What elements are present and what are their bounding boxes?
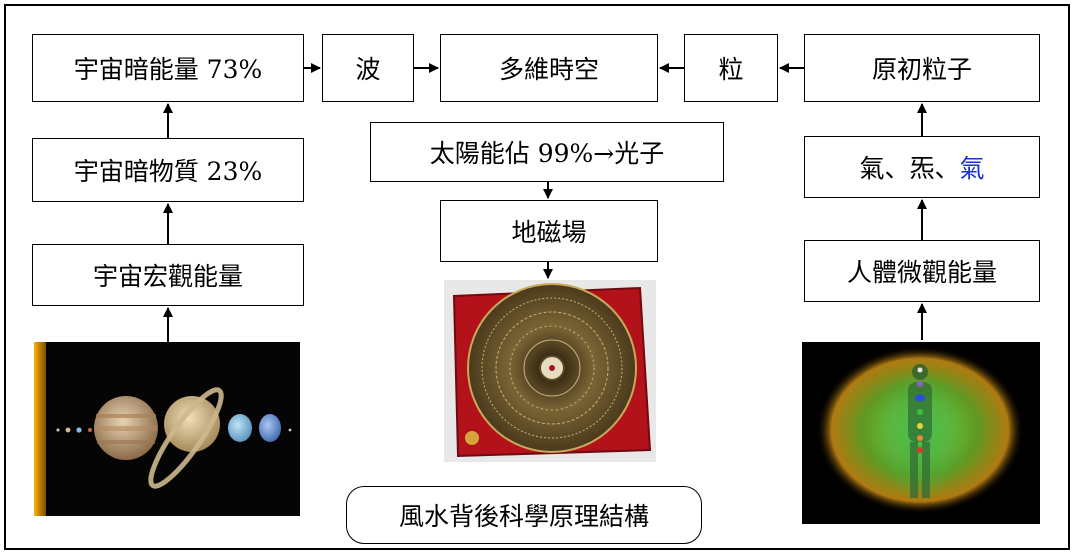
caption-box: 風水背後科學原理結構 <box>346 486 702 544</box>
feng-shui-compass-image <box>444 280 656 462</box>
human-aura-image <box>802 342 1040 524</box>
planets-illustration <box>34 342 292 516</box>
wave-box: 波 <box>322 34 414 102</box>
qi-variant-label: 氣 <box>959 154 985 183</box>
solar-energy-box: 太陽能佔 99%→光子 <box>370 122 724 182</box>
qi-box: 氣、炁、氣 <box>804 136 1040 198</box>
micro-energy-label: 人體微觀能量 <box>846 258 997 287</box>
primordial-particle-label: 原初粒子 <box>871 55 972 84</box>
qi-label: 氣、炁、 <box>859 154 960 183</box>
dark-energy-label: 宇宙暗能量 73% <box>73 55 263 84</box>
dark-matter-label: 宇宙暗物質 23% <box>73 157 263 186</box>
particle-label: 粒 <box>718 55 744 84</box>
solar-energy-label: 太陽能佔 99%→光子 <box>429 139 665 168</box>
caption-label: 風水背後科學原理結構 <box>398 502 649 531</box>
solar-system-image <box>34 342 300 516</box>
compass-illustration <box>452 283 652 458</box>
dark-matter-box: 宇宙暗物質 23% <box>32 138 304 202</box>
particle-box: 粒 <box>684 34 778 102</box>
aura-illustration <box>816 346 1024 514</box>
geomagnetic-field-box: 地磁場 <box>440 200 658 262</box>
macro-energy-label: 宇宙宏觀能量 <box>92 262 243 291</box>
micro-energy-box: 人體微觀能量 <box>804 240 1040 302</box>
primordial-particle-box: 原初粒子 <box>804 34 1040 102</box>
dark-energy-box: 宇宙暗能量 73% <box>32 34 304 102</box>
multidimensional-spacetime-label: 多維時空 <box>498 55 599 84</box>
macro-energy-box: 宇宙宏觀能量 <box>32 244 304 306</box>
geomagnetic-field-label: 地磁場 <box>511 218 587 247</box>
multidimensional-spacetime-box: 多維時空 <box>440 34 658 102</box>
wave-label: 波 <box>355 55 381 84</box>
